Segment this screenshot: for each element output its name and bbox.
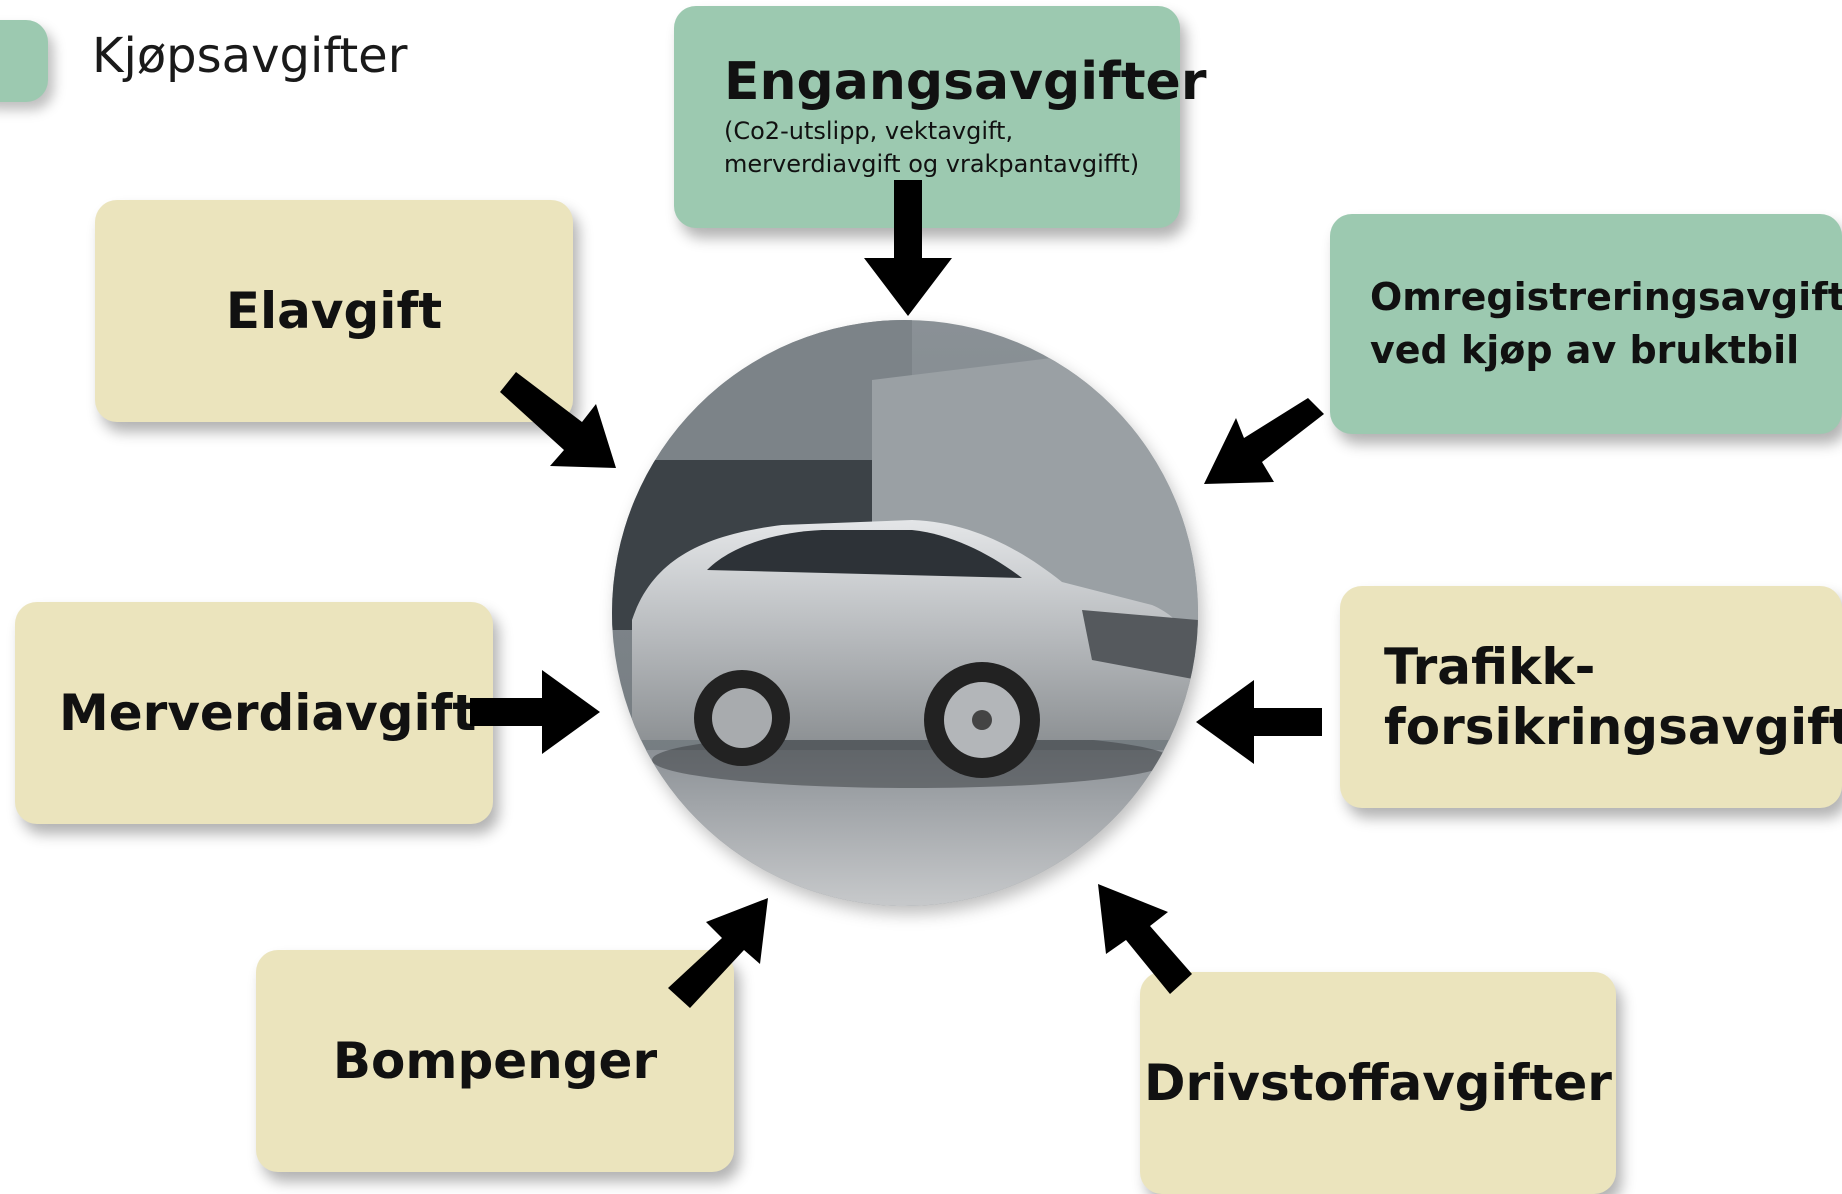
box-bompenger: Bompenger <box>256 950 734 1172</box>
box-trafikkforsikringsavgift: Trafikk- forsikringsavgift <box>1340 586 1842 808</box>
engangsavgifter-subtitle-line1: (Co2-utslipp, vektavgift, <box>724 117 1014 146</box>
omregistrering-line1: Omregistreringsavgift <box>1370 274 1842 319</box>
engangsavgifter-title: Engangsavgifter <box>724 52 1207 113</box>
trafikk-line2: forsikringsavgift <box>1384 698 1842 756</box>
engangsavgifter-subtitle-line2: merverdiavgift og vrakpantavgifft) <box>724 149 1140 178</box>
box-elavgift: Elavgift <box>95 200 573 422</box>
arrow-up-right-icon <box>668 898 768 1008</box>
box-merverdiavgift: Merverdiavgift <box>15 602 493 824</box>
legend-label: Kjøpsavgifter <box>92 28 408 84</box>
arrow-down-left-icon <box>1204 398 1324 484</box>
arrow-right-icon <box>470 670 600 754</box>
drivstoff-title: Drivstoffavgifter <box>1144 1054 1612 1112</box>
merverdiavgift-title: Merverdiavgift <box>59 684 477 742</box>
arrow-left-icon <box>1196 680 1322 764</box>
bompenger-title: Bompenger <box>332 1032 658 1090</box>
box-omregistreringsavgift: Omregistreringsavgift ved kjøp av bruktb… <box>1330 214 1842 434</box>
legend-swatch <box>0 20 48 102</box>
trafikk-line1: Trafikk- <box>1384 638 1596 696</box>
arrow-up-left-icon <box>1098 884 1192 994</box>
elavgift-title: Elavgift <box>225 282 443 340</box>
omregistrering-line2: ved kjøp av bruktbil <box>1370 328 1800 372</box>
box-drivstoffavgifter: Drivstoffavgifter <box>1140 972 1616 1194</box>
arrow-down-icon <box>864 180 952 316</box>
arrow-down-right-icon <box>500 372 616 468</box>
car-image <box>612 320 1198 906</box>
box-engangsavgifter: Engangsavgifter (Co2-utslipp, vektavgift… <box>674 6 1207 228</box>
car-photo <box>612 320 1198 906</box>
